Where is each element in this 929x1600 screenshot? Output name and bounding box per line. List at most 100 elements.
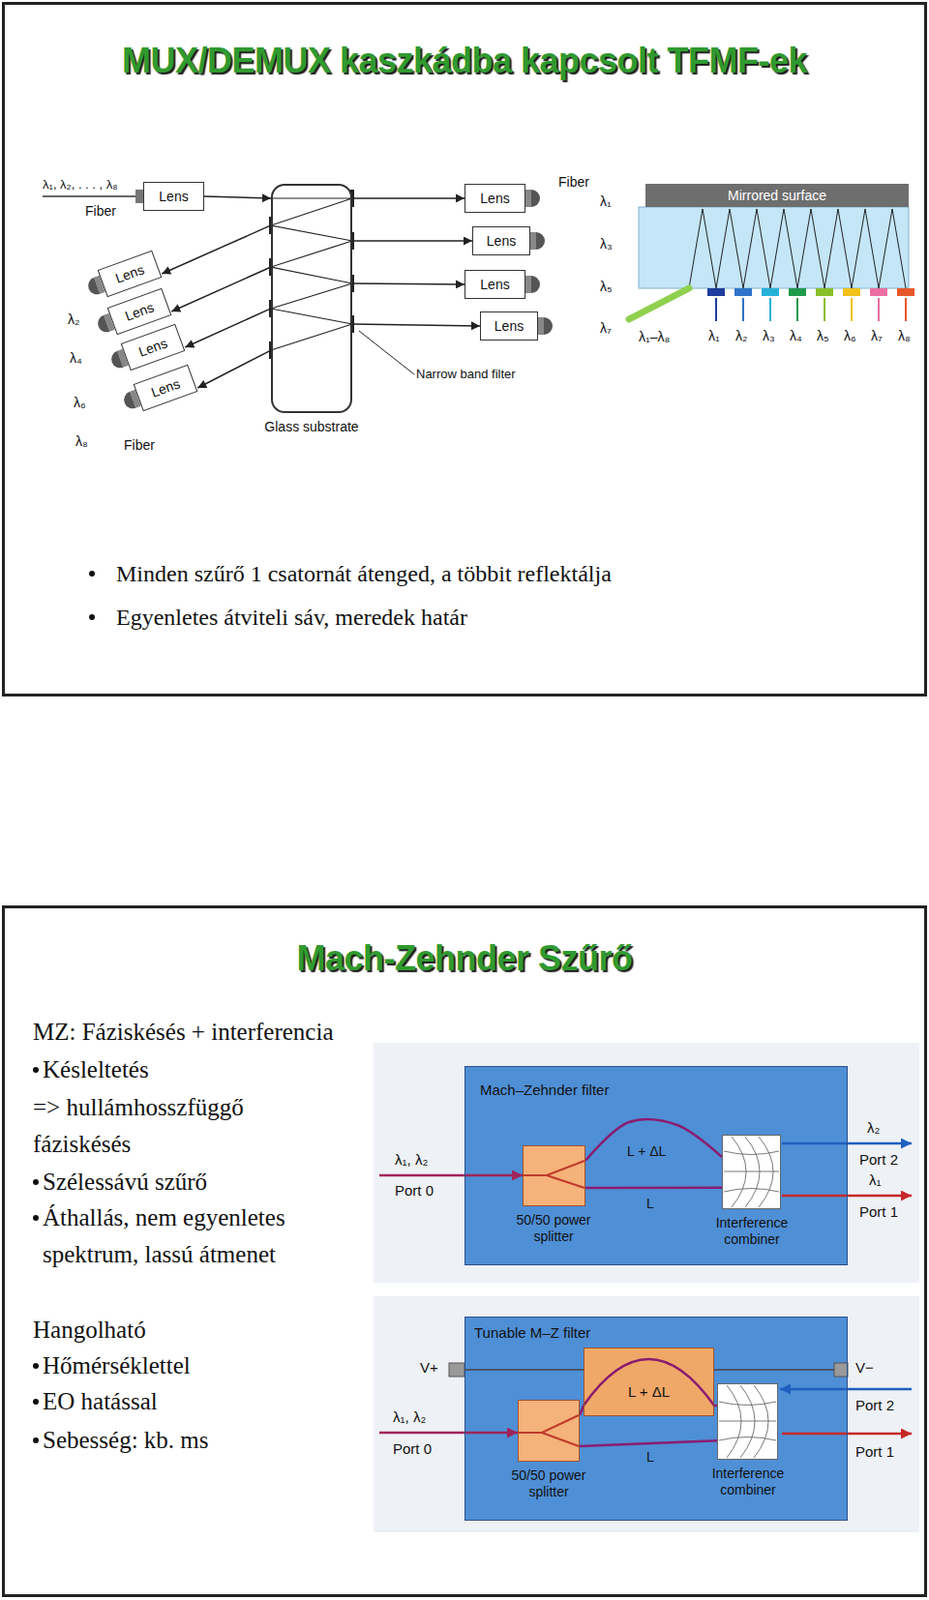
callout-label: Port 0 bbox=[394, 1182, 434, 1199]
box-label: Lens bbox=[158, 188, 188, 205]
lens-box: Lens bbox=[143, 181, 205, 211]
connector bbox=[579, 1440, 718, 1447]
ferrule bbox=[86, 277, 101, 298]
callout-label: Fiber bbox=[85, 203, 117, 219]
substrate-block bbox=[638, 207, 909, 289]
slide-title: MUX/DEMUX kaszkádba kapcsolt TFMF-ek bbox=[1, 40, 928, 82]
mirrored-surface: Mirrored surface bbox=[645, 183, 909, 208]
heater-section: L + ΔL bbox=[583, 1348, 715, 1417]
grid-arc bbox=[723, 1189, 780, 1194]
grid-arc bbox=[719, 1402, 777, 1407]
output-ray bbox=[715, 298, 718, 322]
callout-label: λ₃ bbox=[599, 236, 613, 252]
bullet-text: => hullámhosszfüggő fáziskésés bbox=[32, 1089, 324, 1164]
callout-label: λ₆ bbox=[843, 328, 857, 344]
ferrule bbox=[525, 189, 532, 208]
electrode-wire bbox=[714, 1369, 835, 1372]
connector bbox=[585, 1119, 722, 1162]
bullet-text: EO hatással bbox=[42, 1383, 158, 1421]
bullet-dot bbox=[32, 1363, 39, 1370]
filter-square bbox=[707, 288, 725, 297]
callout-label: λ₁ bbox=[869, 1171, 882, 1189]
combiner-fill bbox=[717, 1383, 779, 1461]
bullet-dot bbox=[32, 1438, 39, 1444]
path-label: L bbox=[646, 1449, 655, 1467]
lens-box: Lens bbox=[479, 311, 539, 341]
callout-label: λ₈ bbox=[898, 328, 911, 344]
filter-square bbox=[815, 288, 834, 297]
electrode bbox=[449, 1363, 465, 1378]
bullet-dot bbox=[89, 614, 95, 621]
output-ray bbox=[796, 298, 799, 322]
callout-label: Port 1 bbox=[855, 1443, 895, 1461]
filter-square bbox=[869, 288, 888, 297]
ferrule bbox=[95, 315, 111, 335]
split-lines bbox=[523, 1161, 585, 1189]
box-label: Lens bbox=[122, 299, 156, 324]
callout-label: λ₆ bbox=[73, 394, 87, 411]
callout-label: λ₂ bbox=[67, 311, 80, 328]
splitter-fill bbox=[517, 1400, 580, 1463]
callout-label: Port 1 bbox=[859, 1203, 899, 1221]
lens-box: Lens bbox=[472, 226, 531, 256]
combiner-grid bbox=[723, 1137, 780, 1208]
filter-square bbox=[842, 288, 861, 297]
filter-square bbox=[788, 288, 807, 297]
glass-substrate: Glass substrate bbox=[270, 183, 353, 414]
grid-arc bbox=[753, 1385, 769, 1459]
output-arrow bbox=[781, 1142, 912, 1146]
interference-combiner: Interference combiner bbox=[717, 1383, 779, 1461]
grid-arc bbox=[719, 1438, 777, 1442]
fiber-connector bbox=[135, 189, 144, 204]
slide-frame: LensLensLensLensLensLensLensLensLensGlas… bbox=[1, 1, 928, 697]
lens-ferrules bbox=[86, 189, 553, 412]
connector bbox=[161, 225, 271, 274]
output-ray bbox=[742, 298, 745, 322]
callout-label: V− bbox=[855, 1359, 874, 1377]
output-arrow bbox=[781, 1433, 912, 1437]
callout-label: λ₇ bbox=[870, 328, 883, 344]
callout-label: λ₁–λ₈ bbox=[638, 329, 670, 345]
electrode-wire bbox=[464, 1369, 584, 1372]
callout-label: λ₂ bbox=[867, 1119, 880, 1137]
box-label: Lens bbox=[136, 334, 170, 360]
output-ray bbox=[850, 298, 853, 322]
ferrule bbox=[538, 317, 544, 335]
bullet-text: Egyenletes átviteli sáv, meredek határ bbox=[116, 602, 468, 632]
filter-panel: 50/50 power splitter Interference combine… bbox=[464, 1066, 848, 1266]
bullet-text: Késleltetés bbox=[42, 1051, 150, 1089]
picture-ground bbox=[373, 1043, 920, 1284]
ferrule bbox=[543, 317, 553, 335]
delay-arm bbox=[583, 1359, 715, 1407]
connector bbox=[171, 267, 271, 312]
box-label: Lens bbox=[479, 276, 510, 293]
box-label: Lens bbox=[149, 375, 182, 400]
panel-title: Tunable M–Z filter bbox=[474, 1324, 591, 1343]
output-arrow bbox=[779, 1388, 912, 1392]
bullet-text: Szélessávú szűrő bbox=[42, 1164, 208, 1201]
grid-arc bbox=[758, 1137, 774, 1208]
connector bbox=[197, 350, 271, 389]
interference-combiner: Interference combiner bbox=[721, 1135, 781, 1210]
box-label: L + ΔL bbox=[583, 1383, 715, 1402]
output-ray bbox=[823, 298, 826, 322]
ferrule bbox=[531, 189, 540, 208]
box-label: 50/50 power splitter bbox=[509, 1212, 598, 1246]
input-arrow bbox=[379, 1174, 523, 1178]
box-label: Lens bbox=[494, 318, 524, 334]
callout-label: Port 0 bbox=[392, 1440, 432, 1458]
ferrule bbox=[536, 232, 545, 250]
callout-label: Narrow band filter bbox=[416, 367, 516, 383]
box-label: Lens bbox=[486, 233, 516, 249]
bullet-text: Áthallás, nem egyenletes spektrum, lassú… bbox=[42, 1199, 362, 1274]
path-label: L bbox=[646, 1196, 655, 1213]
output-ray bbox=[769, 298, 772, 322]
callout-label: λ₃ bbox=[762, 328, 776, 344]
callout-label: λ₁ bbox=[708, 328, 720, 344]
power-splitter: 50/50 power splitter bbox=[517, 1400, 580, 1463]
box-label: Lens bbox=[479, 190, 510, 207]
narrow-band-filters bbox=[270, 189, 353, 360]
callout-label: λ₇ bbox=[599, 320, 612, 336]
reflection-path bbox=[270, 198, 353, 351]
